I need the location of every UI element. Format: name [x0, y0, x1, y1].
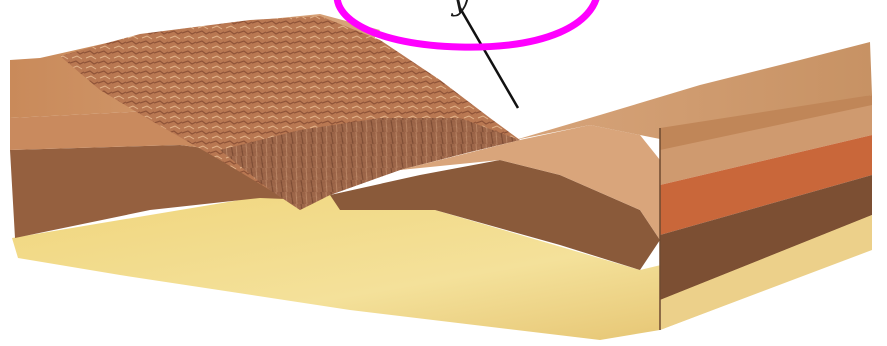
partial-label: y [450, 0, 470, 18]
pointer-line [460, 8, 518, 108]
